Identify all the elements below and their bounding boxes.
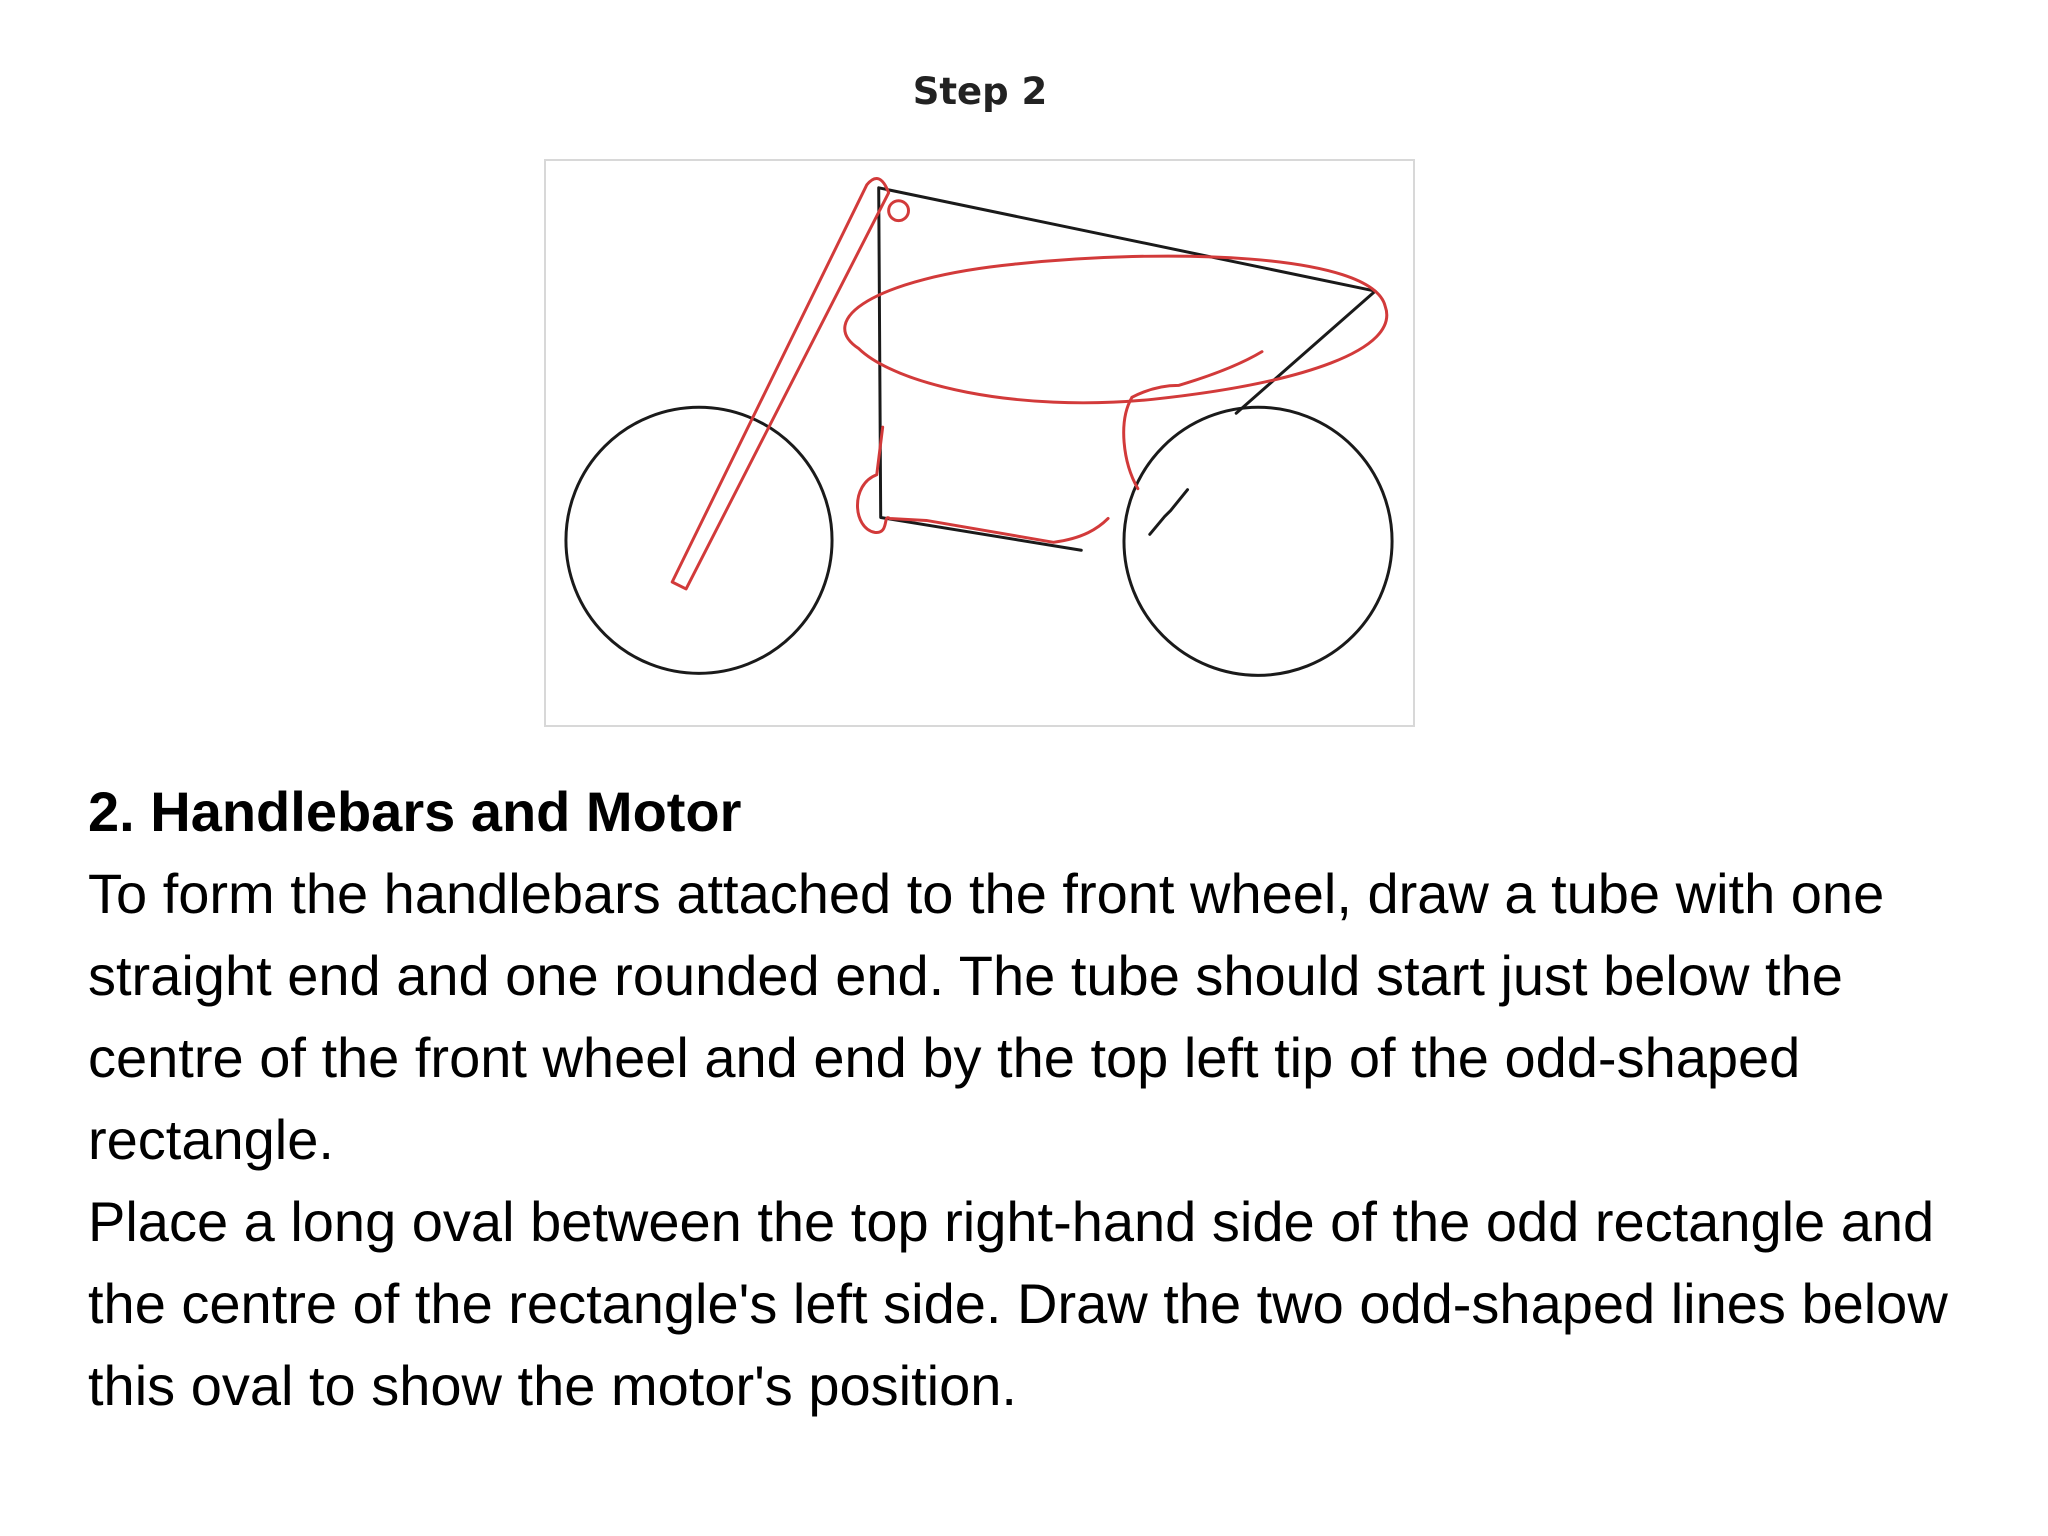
handlebar-knob — [887, 199, 910, 223]
paragraph-motor: Place a long oval between the top right-… — [88, 1190, 1948, 1417]
frame-quadrilateral — [877, 186, 1377, 552]
motor-front-line — [856, 425, 1110, 544]
rear-wheel-connector — [1148, 488, 1190, 536]
motorbike-drawing-figure — [544, 159, 1415, 727]
front-wheel — [564, 405, 834, 675]
section-heading: 2. Handlebars and Motor — [88, 780, 742, 843]
paragraph-handlebars: To form the handlebars attached to the f… — [88, 862, 1885, 1171]
long-oval — [843, 254, 1389, 405]
motor-rear-line — [1122, 350, 1264, 491]
rear-wheel — [1122, 405, 1394, 677]
instructions-text: 2. Handlebars and Motor To form the hand… — [88, 771, 1988, 1427]
handlebar-tube — [670, 177, 891, 591]
motorbike-drawing — [564, 177, 1394, 677]
step-label: Step 2 — [912, 70, 1048, 113]
